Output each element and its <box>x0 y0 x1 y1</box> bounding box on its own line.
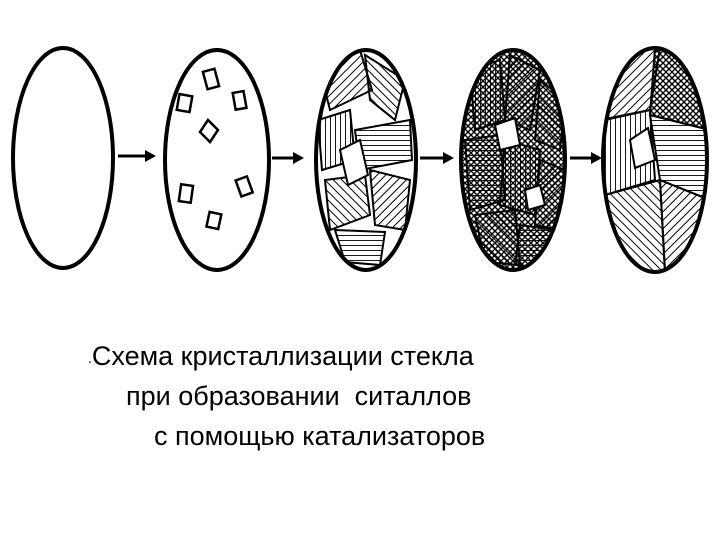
caption-line-1: .Схема кристаллизации стекла <box>88 336 474 378</box>
arrow-icon <box>420 152 454 164</box>
stage-sitall <box>601 46 709 274</box>
stage-glass <box>11 46 115 270</box>
stage-crystal-growth <box>314 48 418 272</box>
caption-line-3: с помощью катализаторов <box>154 421 486 451</box>
caption-line-1-text: Схема кристаллизации стекла <box>91 341 474 371</box>
arrow-icon <box>118 150 156 162</box>
stage-nucleation <box>163 48 271 272</box>
caption-bullet: . <box>88 349 92 366</box>
glass-crystallization-diagram <box>11 46 709 274</box>
caption-line-2: при образовании ситаллов <box>126 381 472 411</box>
arrow-icon <box>272 152 304 164</box>
stage-dense-growth <box>459 48 567 272</box>
arrow-icon <box>570 152 602 164</box>
